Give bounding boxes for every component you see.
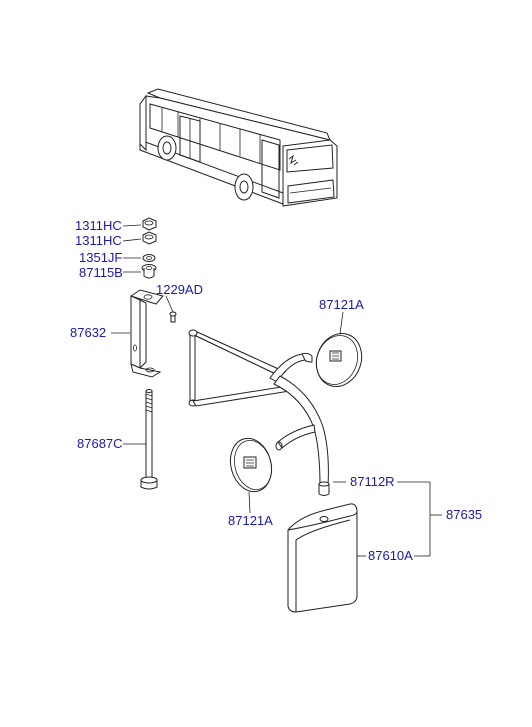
- label-1229ad[interactable]: 1229AD: [156, 282, 203, 297]
- label-87121a-upper[interactable]: 87121A: [319, 297, 364, 312]
- nut-bottom-icon: [142, 231, 157, 245]
- assembly-bracket-lines: [333, 481, 442, 557]
- bushing-icon: [141, 264, 157, 279]
- screw-icon: [169, 311, 177, 323]
- nut-top-icon: [142, 217, 157, 231]
- label-1311hc-top[interactable]: 1311HC: [75, 218, 122, 233]
- lower-round-mirror-icon: [229, 437, 273, 493]
- label-87112r[interactable]: 87112R: [350, 474, 395, 489]
- mirror-arm-icon: [188, 329, 330, 496]
- long-bolt-icon: [140, 389, 158, 490]
- label-87121a-lower[interactable]: 87121A: [228, 513, 273, 528]
- label-87115b[interactable]: 87115B: [79, 265, 123, 280]
- washer-icon: [142, 254, 156, 262]
- upper-round-mirror-icon: [315, 333, 363, 387]
- label-87635[interactable]: 87635: [446, 507, 482, 522]
- bus-illustration: [139, 88, 338, 207]
- rectangular-mirror-icon: [287, 503, 358, 613]
- label-87632[interactable]: 87632: [70, 325, 106, 340]
- bracket-icon: [129, 289, 164, 378]
- label-87610a[interactable]: 87610A: [368, 548, 413, 563]
- label-1351jf[interactable]: 1351JF: [79, 250, 122, 265]
- label-87687c[interactable]: 87687C: [77, 436, 123, 451]
- label-1311hc-bottom[interactable]: 1311HC: [75, 233, 122, 248]
